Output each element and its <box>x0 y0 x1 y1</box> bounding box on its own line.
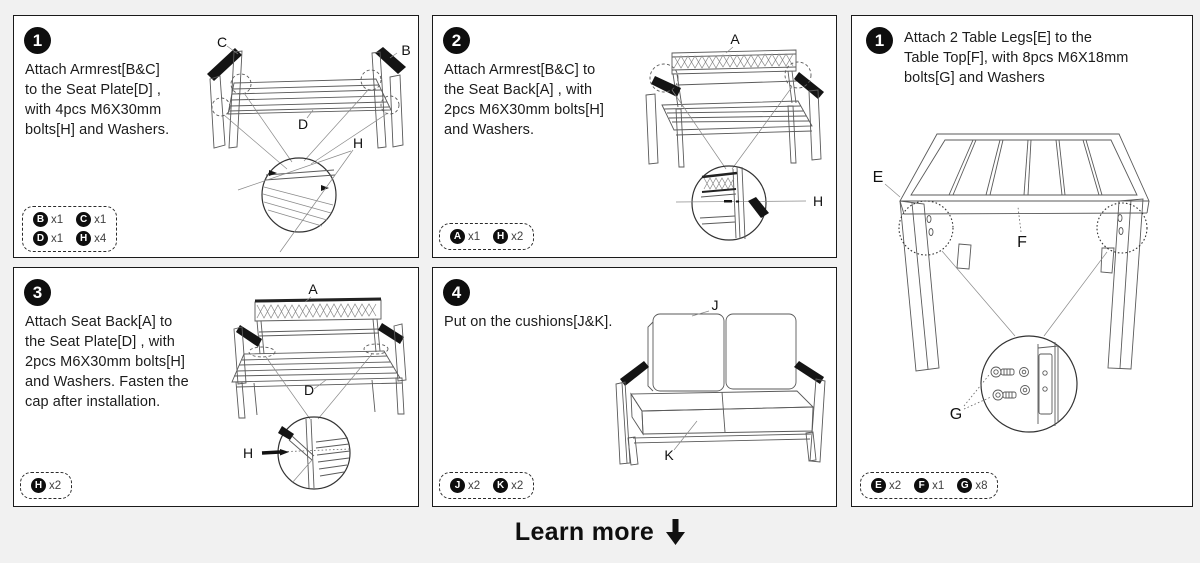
part-qty: x2 <box>511 479 524 492</box>
step-panel-1: 1 Attach Armrest[B&C] to the Seat Plate[… <box>13 15 419 258</box>
diagram-label-h: H <box>243 445 253 461</box>
diagram-label-g: G <box>950 406 962 423</box>
bench-armrest-seatplate-diagram: C B D H <box>207 34 411 253</box>
table-legs-diagram: E F G <box>873 133 1150 433</box>
instruction-text: Attach Seat Back[A] to the Seat Plate[D]… <box>25 314 189 410</box>
diagram-label-j: J <box>712 297 719 313</box>
instruction-text: Attach Armrest[B&C] to the Seat Plate[D]… <box>25 62 170 138</box>
part-qty: x8 <box>975 479 988 492</box>
part-qty: x2 <box>49 479 62 492</box>
cushions-diagram: J K <box>615 297 826 466</box>
diagram-label-a: A <box>730 31 740 47</box>
part-letter-badge: H <box>31 478 46 493</box>
step-number-badge: 1 <box>24 27 51 54</box>
step-panel-2: 2 Attach Armrest[B&C] to the Seat Back[A… <box>432 15 837 258</box>
step-number-badge: 2 <box>443 27 470 54</box>
bench-seatback-seatplate-diagram: A D H <box>231 281 407 490</box>
diagram-label-b: B <box>401 42 410 58</box>
diagram-label-h: H <box>353 135 363 151</box>
part-letter-badge: H <box>76 231 92 246</box>
diagram-label-e: E <box>873 169 884 186</box>
part-letter-badge: H <box>493 229 509 244</box>
diagram-label-c: C <box>217 34 227 50</box>
learn-more-link[interactable]: Learn more <box>0 518 1200 547</box>
part-letter-badge: K <box>493 478 509 493</box>
instruction-text: Attach Armrest[B&C] to the Seat Back[A] … <box>444 62 605 138</box>
diagram-label-a: A <box>308 281 318 297</box>
part-letter-badge: A <box>450 229 465 244</box>
bench-seatback-armrest-diagram: A H <box>645 31 824 241</box>
down-arrow-icon <box>666 519 686 545</box>
part-letter-badge: D <box>33 231 48 246</box>
diagram-label-d: D <box>298 116 308 132</box>
part-qty: x2 <box>889 479 902 492</box>
diagram-label-h: H <box>813 193 823 209</box>
step-panel-4: 4 Put on the cushions[J&K]. <box>432 267 837 507</box>
part-letter-badge: C <box>76 212 92 227</box>
part-qty: x4 <box>94 232 107 245</box>
part-qty: x1 <box>51 232 64 245</box>
part-qty: x1 <box>932 479 945 492</box>
step-number-badge: 1 <box>866 27 893 54</box>
part-letter-badge: J <box>450 478 465 493</box>
part-qty: x2 <box>468 479 481 492</box>
learn-more-label[interactable]: Learn more <box>514 518 655 546</box>
step-panel-3: 3 Attach Seat Back[A] to the Seat Plate[… <box>13 267 419 507</box>
step-number-badge: 4 <box>443 279 470 306</box>
step-number-badge: 3 <box>24 279 51 306</box>
part-letter-badge: G <box>957 478 973 493</box>
part-qty: x1 <box>51 213 64 226</box>
diagram-label-d: D <box>304 382 314 398</box>
instruction-text: Attach 2 Table Legs[E] to the Table Top[… <box>904 30 1129 86</box>
diagram-label-k: K <box>664 447 674 463</box>
part-letter-badge: B <box>33 212 48 227</box>
part-qty: x1 <box>468 230 481 243</box>
part-letter-badge: E <box>871 478 886 493</box>
part-qty: x2 <box>511 230 524 243</box>
diagram-label-f: F <box>1017 234 1027 251</box>
part-qty: x1 <box>94 213 107 226</box>
instruction-text: Put on the cushions[J&K]. <box>444 314 613 330</box>
part-letter-badge: F <box>914 478 930 493</box>
step-panel-table: 1 Attach 2 Table Legs[E] to the Table To… <box>851 15 1193 507</box>
